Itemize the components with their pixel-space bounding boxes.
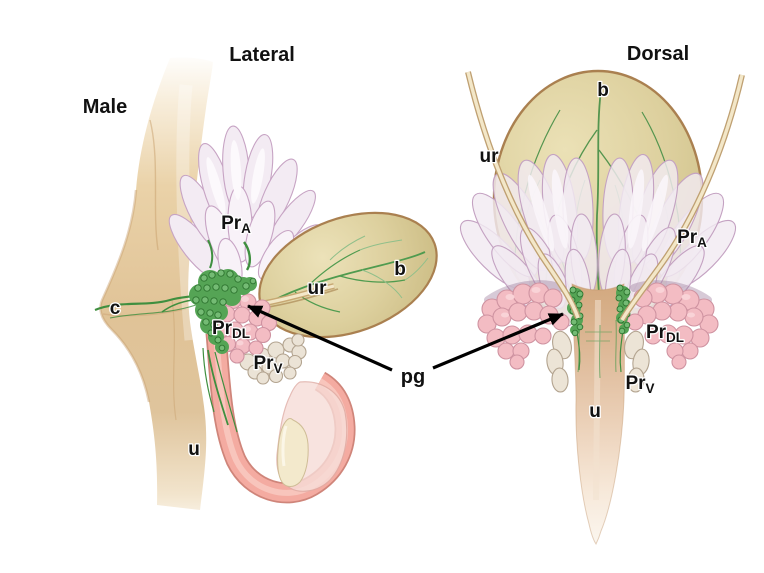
- lateral-dorsolateral-prostate-label: PrDL: [212, 318, 250, 341]
- pg-arrow-left: [247, 304, 393, 372]
- dorsal-ventral-prostate-label: PrV: [625, 373, 654, 396]
- dorsal-anterior-prostate-shape: [460, 153, 736, 327]
- periurethral-gland-label: pg: [401, 366, 425, 388]
- lateral-glans-shape: [276, 381, 348, 492]
- lateral-view-title: Lateral: [229, 44, 295, 66]
- lateral-bladder-label: b: [394, 259, 406, 280]
- lateral-anterior-prostate-label: PrA: [221, 213, 251, 236]
- dorsal-view-title: Dorsal: [627, 43, 689, 65]
- pg-arrow-right: [432, 312, 564, 370]
- pg-pointer-arrows: [247, 304, 564, 372]
- dorsal-dorsolateral-prostate-label: PrDL: [646, 322, 684, 345]
- lateral-view: [94, 57, 438, 511]
- dorsal-bladder-label: b: [597, 80, 609, 101]
- dorsal-ureters-shape: [465, 71, 745, 322]
- dorsal-ventral-prostate-shape: [546, 330, 650, 393]
- male-label: Male: [83, 96, 127, 118]
- lateral-periurethral-gland-shape: [161, 239, 257, 433]
- dorsal-urethra-label: u: [589, 401, 601, 422]
- dorsal-urethra-shape: [571, 283, 625, 545]
- lateral-urethra-label: u: [188, 439, 200, 460]
- lateral-ventral-prostate-label: PrV: [253, 353, 282, 376]
- lateral-colon-label: c: [110, 298, 121, 319]
- lateral-ureter-label: ur: [308, 278, 328, 299]
- lateral-ventral-prostate-shape: [239, 333, 307, 385]
- dorsal-view: [460, 69, 745, 545]
- lateral-bladder-vessels: [271, 235, 429, 313]
- colon-shape: [99, 57, 213, 511]
- dorsal-ureter-label: ur: [480, 146, 500, 167]
- labels: Male Lateral Dorsal c PrA b ur PrDL PrV …: [81, 42, 708, 462]
- dorsal-anterior-prostate-label: PrA: [677, 227, 707, 250]
